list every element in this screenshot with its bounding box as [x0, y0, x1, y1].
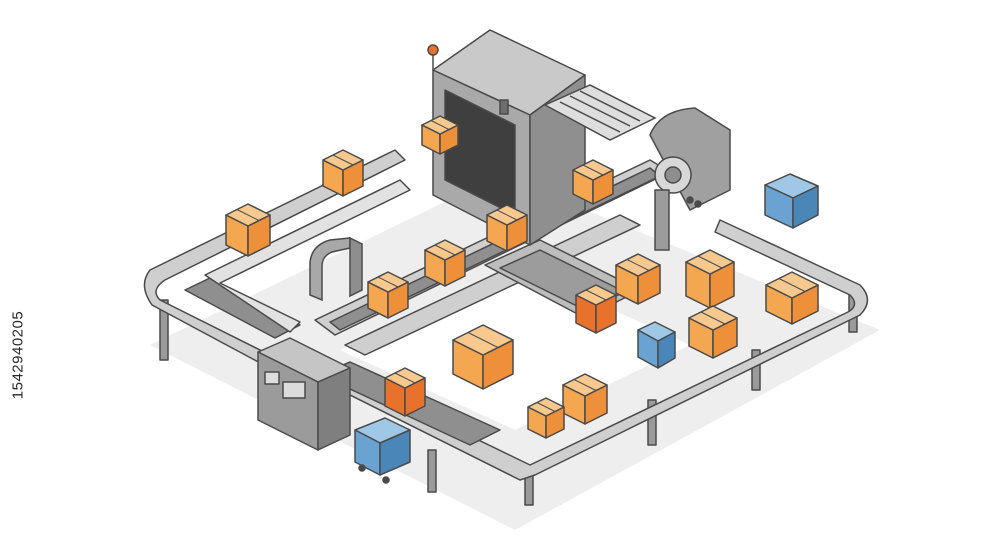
belt-band-left: [143, 149, 406, 396]
cardboard-boxes: [225, 115, 819, 439]
control-panel-icon: [257, 337, 351, 451]
belt-band-front: [319, 219, 869, 481]
alarm-light: [427, 44, 439, 56]
xray-scanner-icon: [427, 29, 586, 246]
cardboard-box: [685, 249, 735, 309]
cardboard-box: [575, 284, 617, 334]
cardboard-box: [322, 149, 364, 197]
cardboard-box: [421, 115, 459, 155]
cardboard-box: [765, 271, 819, 325]
cardboard-box: [688, 305, 738, 359]
cardboard-box: [486, 204, 528, 252]
robot-arm-icon: [649, 107, 731, 251]
cardboard-box: [225, 203, 271, 257]
cardboard-box: [424, 239, 466, 287]
cardboard-box: [384, 367, 426, 417]
blue-crate: [764, 173, 819, 229]
cardboard-box: [572, 159, 614, 205]
roller-section-left: [184, 277, 301, 339]
cardboard-box: [527, 397, 565, 439]
cardboard-box: [562, 373, 608, 425]
blue-cart-icon: [354, 417, 411, 484]
blue-crate: [637, 321, 676, 369]
inner-rail: [204, 179, 411, 333]
cardboard-box: [452, 324, 514, 390]
cardboard-box: [615, 253, 661, 305]
scanner-exit-belt: [543, 84, 657, 141]
gate-arch-icon: [309, 236, 363, 302]
cardboard-box: [367, 271, 409, 319]
